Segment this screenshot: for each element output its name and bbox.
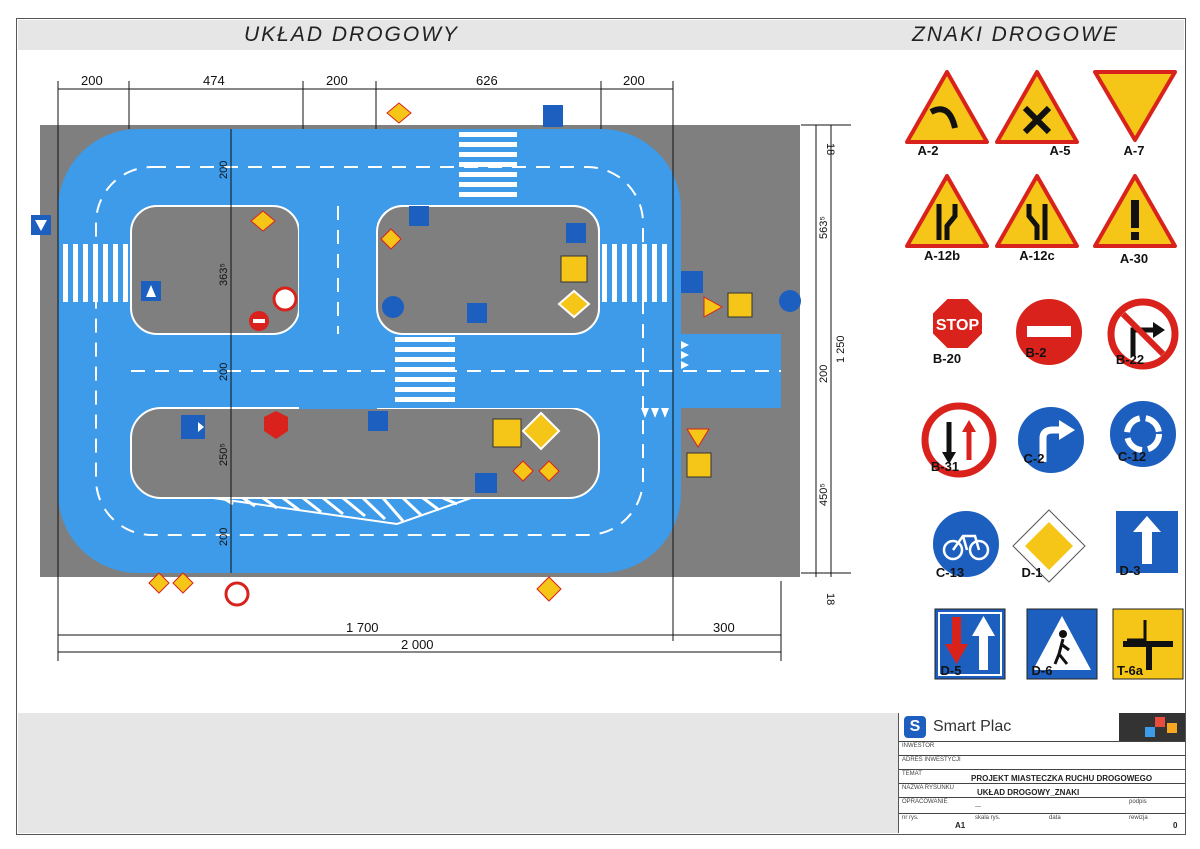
- data-label: data: [1049, 815, 1061, 821]
- dim-right-200: 200: [818, 365, 830, 383]
- dim-top-1: 200: [81, 73, 103, 88]
- opracowanie-value: —: [975, 804, 981, 810]
- layout-title: UKŁAD DROGOWY: [244, 23, 460, 46]
- label-a-7: A-7: [1123, 143, 1145, 158]
- crosswalk-right: [602, 244, 667, 302]
- logo-area: S Smart Plac: [899, 713, 1185, 741]
- a-2-sign-icon: [905, 70, 989, 144]
- dim-top-3: 200: [326, 73, 348, 88]
- adres-label: ADRES INWESTYCJI: [902, 757, 961, 763]
- title-block: S Smart Plac INWESTOR ADRES INWESTYCJI T…: [898, 713, 1185, 833]
- c-12-sign-icon: [1108, 399, 1178, 469]
- dim-right-563: 563⁵: [818, 216, 830, 239]
- skala-label: skala rys.: [975, 815, 1001, 821]
- dimension-lines: [57, 81, 851, 661]
- label-c-12: C-12: [1117, 449, 1147, 464]
- temat-label: TEMAT: [902, 771, 922, 777]
- label-b-31: B-31: [930, 459, 960, 474]
- island-top-left: [130, 205, 300, 335]
- crosswalk-left: [63, 244, 128, 302]
- dim-left-200-top: 200: [218, 161, 230, 179]
- a-7-sign-icon: [1093, 70, 1177, 142]
- smart-plac-logo-icon: S: [904, 716, 926, 738]
- logo-text: Smart Plac: [933, 718, 1012, 735]
- dim-right-450: 450⁵: [818, 483, 830, 506]
- c-2-sign-icon: [1016, 405, 1086, 475]
- label-a-12b: A-12b: [923, 248, 961, 263]
- dim-left-200-mid: 200: [218, 363, 230, 381]
- b-20-sign-icon: [931, 297, 984, 350]
- label-d-1: D-1: [1021, 565, 1043, 580]
- dim-right-18-bottom: 18: [824, 593, 836, 605]
- drawing-sheet: UKŁAD DROGOWY ZNAKI DROGOWE: [16, 18, 1186, 835]
- crosswalk-center: [395, 337, 455, 402]
- nazwa-value: UKŁAD DROGOWY_ZNAKI: [977, 788, 1080, 797]
- road-layout-plan: 200 474 200 626 200 1 700 300 2 000 18 5…: [31, 73, 851, 661]
- dim-bottom-2000: 2 000: [401, 637, 434, 652]
- inwestor-label: INWESTOR: [902, 743, 935, 749]
- rewizja-label: rewizja: [1129, 815, 1148, 821]
- label-b-2: B-2: [1025, 345, 1047, 360]
- nr-value: A1: [955, 821, 966, 830]
- temat-value: PROJEKT MIASTECZKA RUCHU DROGOWEGO: [971, 774, 1153, 783]
- row-temat: TEMAT PROJEKT MIASTECZKA RUCHU DROGOWEGO: [899, 769, 1185, 784]
- label-t-6a: T-6a: [1116, 663, 1143, 678]
- label-d-5: D-5: [940, 663, 962, 678]
- center-connector: [321, 334, 601, 408]
- b-31-sign-icon: [921, 402, 997, 478]
- row-numbers: nr rys. A1 skala rys. data rewizja 0: [899, 813, 1185, 833]
- crosswalk-top: [459, 132, 517, 197]
- bottom-band: [18, 713, 898, 833]
- row-nazwa: NAZWA RYSUNKU UKŁAD DROGOWY_ZNAKI: [899, 783, 1185, 798]
- hatched-island: [212, 497, 472, 526]
- dim-left-250: 250⁵: [218, 443, 230, 466]
- outer-lane-line: [95, 166, 644, 536]
- b-20-text: STOP: [936, 317, 980, 334]
- row-inwestor: INWESTOR: [899, 741, 1185, 756]
- label-b-20: B-20: [932, 351, 962, 366]
- signs-legend: STOP: [905, 70, 1184, 680]
- dim-left-363: 363⁵: [218, 263, 230, 286]
- row-adres: ADRES INWESTYCJI: [899, 755, 1185, 770]
- podpis-label: podpis: [1129, 799, 1147, 805]
- label-a-2: A-2: [917, 143, 939, 158]
- label-a-12c: A-12c: [1019, 248, 1055, 263]
- label-c-13: C-13: [935, 565, 965, 580]
- label-b-22: B-22: [1115, 352, 1145, 367]
- header-band: UKŁAD DROGOWY ZNAKI DROGOWE: [18, 20, 1184, 50]
- label-c-2: C-2: [1023, 451, 1045, 466]
- dim-right-18-top: 18: [824, 143, 836, 155]
- a-12b-sign-icon: [905, 174, 989, 248]
- a-5-sign-icon: [995, 70, 1079, 144]
- label-d-3: D-3: [1119, 563, 1141, 578]
- island-top-right-b: [376, 205, 600, 335]
- dim-right-1250: 1 250: [835, 335, 847, 363]
- dim-left-200-bot: 200: [218, 528, 230, 546]
- nr-label: nr rys.: [902, 815, 919, 821]
- opracowanie-label: OPRACOWANIE: [902, 799, 948, 805]
- label-a-5: A-5: [1049, 143, 1071, 158]
- nazwa-label: NAZWA RYSUNKU: [902, 785, 955, 791]
- dim-top-2: 474: [203, 73, 225, 88]
- row-opracowanie: OPRACOWANIE — podpis: [899, 797, 1185, 814]
- dim-top-5: 200: [623, 73, 645, 88]
- a-12c-sign-icon: [995, 174, 1079, 248]
- label-d-6: D-6: [1031, 663, 1053, 678]
- hopscotch-image: [1119, 713, 1185, 741]
- dim-bottom-1700: 1 700: [346, 620, 379, 635]
- dim-top-4: 626: [476, 73, 498, 88]
- dim-bottom-300: 300: [713, 620, 735, 635]
- placed-signs: [31, 102, 801, 607]
- signs-title: ZNAKI DROGOWE: [912, 23, 1119, 46]
- label-a-30: A-30: [1119, 251, 1149, 266]
- rewizja-value: 0: [1173, 821, 1178, 830]
